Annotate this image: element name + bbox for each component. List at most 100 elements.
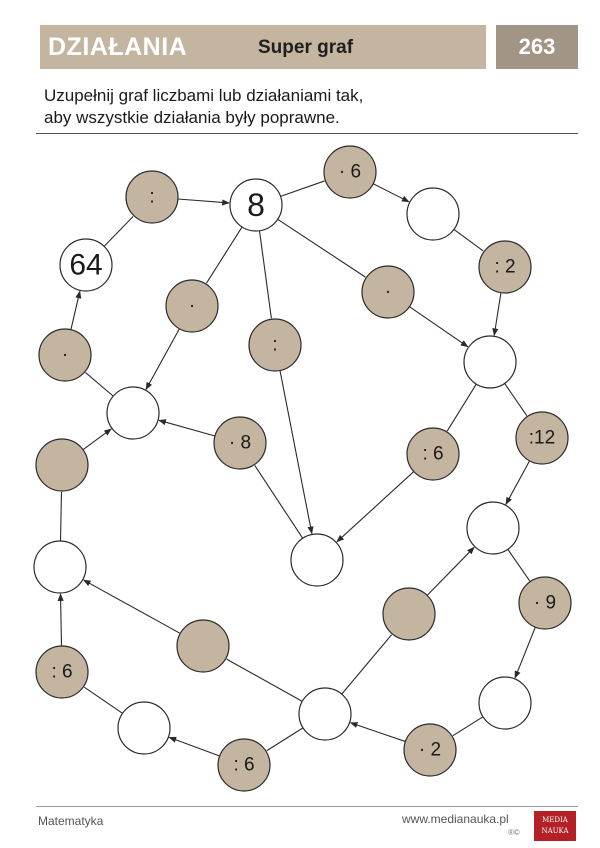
node-circle (248, 318, 302, 372)
section-title: DZIAŁANIA (48, 33, 188, 61)
value-node[interactable] (298, 687, 352, 741)
node-circle (33, 540, 87, 594)
node-circle (176, 619, 230, 673)
graph-edge (258, 230, 272, 319)
graph-edge (177, 198, 230, 206)
graph-edge (70, 290, 82, 330)
node-circle (125, 170, 179, 224)
node-label: 8 (247, 187, 265, 223)
value-node[interactable]: 64 (59, 238, 113, 292)
graph-edge (336, 471, 415, 543)
instructions-line-2: aby wszystkie działania były poprawne. (44, 108, 340, 127)
operation-node[interactable]: : 6 (217, 738, 271, 792)
value-node[interactable] (478, 676, 532, 730)
operation-node[interactable]: · (165, 279, 219, 333)
footer-url[interactable]: www.medianauka.pl (402, 812, 509, 826)
graph-edge (168, 736, 220, 757)
node-circle (382, 587, 436, 641)
node-circle (463, 335, 517, 389)
node-circle (515, 411, 569, 465)
footer-divider (36, 806, 578, 807)
operation-node[interactable]: :12 (515, 411, 569, 465)
header-bar: DZIAŁANIA Super graf (40, 25, 486, 69)
graph-edge (492, 292, 502, 337)
node-label: · (62, 345, 68, 366)
value-node[interactable] (106, 386, 160, 440)
graph-edge (205, 226, 243, 284)
node-circle (406, 187, 460, 241)
logo-line-1: MEDIA (542, 816, 568, 824)
page-number: 263 (496, 25, 578, 69)
operation-node[interactable]: · (38, 328, 92, 382)
node-label: · 8 (229, 433, 251, 454)
operation-node[interactable]: : 6 (406, 427, 460, 481)
operation-node[interactable]: : (125, 170, 179, 224)
graph-nodes: 8 64: · ·: · 8 · 6 : 2 · :12 : 6 · 9 · 2 : 6 : 6 (33, 145, 572, 792)
value-node[interactable] (463, 335, 517, 389)
node-circle (466, 501, 520, 555)
publisher-logo: MEDIA NAUKA (534, 811, 576, 841)
node-circle (361, 265, 415, 319)
operation-node[interactable]: · 8 (213, 416, 267, 470)
graph-edge (504, 383, 528, 417)
value-node[interactable] (290, 533, 344, 587)
value-node[interactable] (406, 187, 460, 241)
node-label: · 2 (419, 740, 441, 761)
node-circle (213, 416, 267, 470)
graph-edge (279, 370, 314, 535)
node-label: · 9 (534, 593, 556, 614)
graph-edge (57, 593, 64, 647)
operation-node[interactable] (35, 438, 89, 492)
operation-node[interactable]: · 6 (323, 145, 377, 199)
graph-edge (514, 626, 536, 679)
value-node[interactable] (117, 701, 171, 755)
graph-edge (507, 549, 531, 582)
operation-node[interactable]: · (361, 265, 415, 319)
graph-edge (409, 306, 469, 348)
node-label: : (272, 335, 277, 356)
graph-edge (505, 460, 531, 505)
graph-edge (145, 328, 180, 391)
graph-edge (82, 579, 181, 634)
node-circle (518, 576, 572, 630)
graph-edge (82, 428, 112, 451)
divider (36, 133, 578, 134)
node-circle (323, 145, 377, 199)
operation-node[interactable]: : (248, 318, 302, 372)
node-circle (217, 738, 271, 792)
node-label: 64 (69, 249, 102, 282)
node-label: · (385, 282, 391, 303)
instructions: Uzupełnij graf liczbami lub działaniami … (44, 85, 363, 129)
graph-edges (57, 180, 536, 757)
operation-node[interactable]: · 9 (518, 576, 572, 630)
node-circle (59, 238, 113, 292)
node-label: : 6 (51, 662, 72, 683)
operation-node[interactable]: : 6 (35, 645, 89, 699)
node-circle (106, 386, 160, 440)
value-node[interactable] (33, 540, 87, 594)
value-node[interactable]: 8 (229, 178, 283, 232)
graph-edge (85, 372, 114, 397)
operation-node[interactable]: · 2 (403, 723, 457, 777)
graph-edge (158, 419, 216, 437)
graph-edge (280, 180, 325, 197)
node-circle (403, 723, 457, 777)
value-node[interactable] (466, 501, 520, 555)
node-label: : 2 (494, 257, 515, 278)
instructions-line-1: Uzupełnij graf liczbami lub działaniami … (44, 86, 364, 105)
operation-node[interactable] (382, 587, 436, 641)
operation-node[interactable]: : 2 (478, 240, 532, 294)
node-circle (165, 279, 219, 333)
footer-subject: Matematyka (38, 814, 104, 828)
operation-node[interactable] (176, 619, 230, 673)
node-circle (298, 687, 352, 741)
graph-edge (372, 183, 410, 203)
node-circle (406, 427, 460, 481)
graph-edge (83, 686, 123, 714)
node-circle (35, 438, 89, 492)
graph-edge (453, 228, 484, 252)
node-circle (290, 533, 344, 587)
graph-edge (266, 727, 304, 752)
node-circle (229, 178, 283, 232)
